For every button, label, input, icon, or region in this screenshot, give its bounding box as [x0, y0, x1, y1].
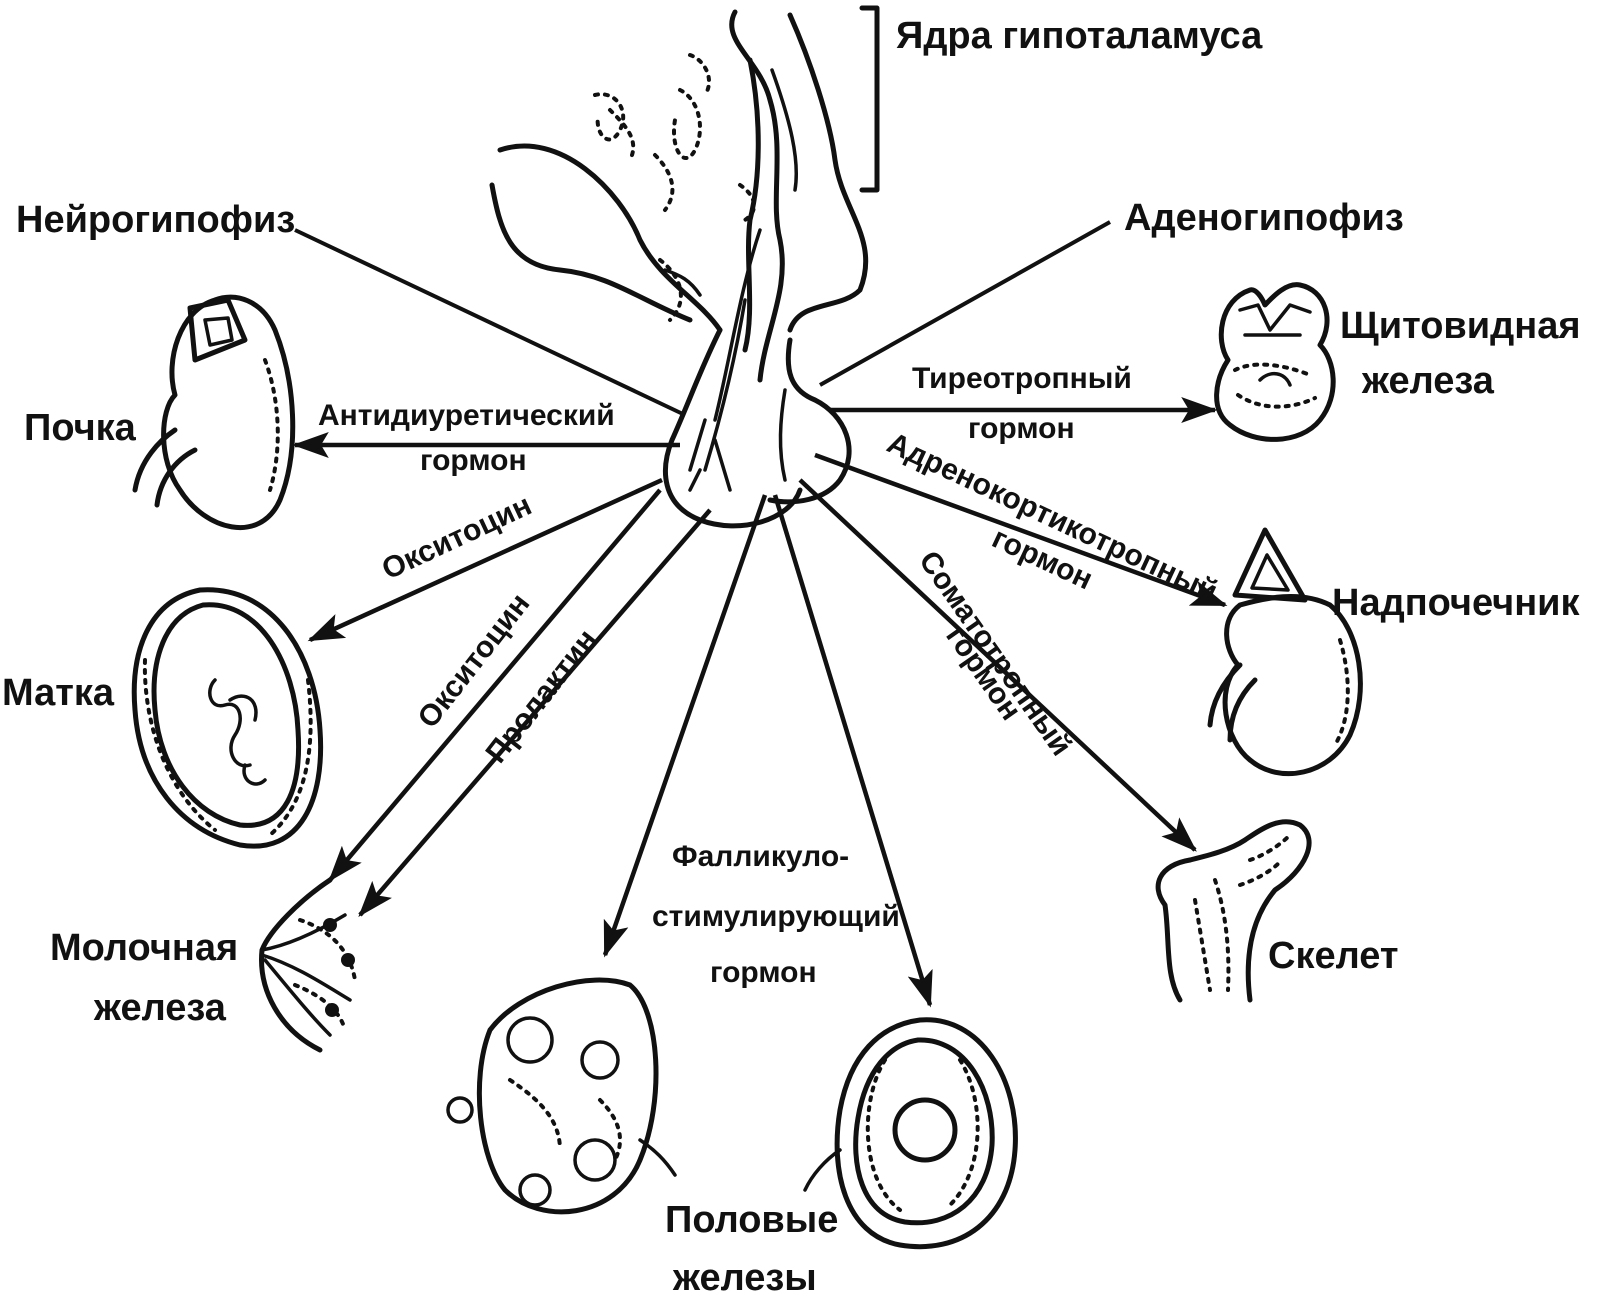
- testis-illustration: [803, 1017, 1018, 1250]
- kidney-label: Почка: [24, 407, 137, 449]
- pituitary-illustration: [489, 9, 869, 529]
- fsh-ovary-arrow: [602, 494, 768, 958]
- fsh-label-line2: стимулирующий: [652, 900, 900, 933]
- gonads-label-line1: Половые: [665, 1199, 838, 1241]
- fsh-testis-arrow: [772, 494, 933, 1008]
- bone-illustration: [1155, 819, 1312, 1003]
- oxytocin-mammary-arrow: [328, 488, 662, 882]
- gh-arrow: [798, 478, 1197, 852]
- adh-label-line2: гормон: [420, 444, 527, 477]
- fsh-label-line3: гормон: [710, 956, 817, 989]
- hormone-arrows: [292, 397, 1228, 1008]
- tsh-label-line1: Тиреотропный: [912, 362, 1132, 395]
- uterus-label: Матка: [2, 672, 115, 714]
- adenohypophysis-label: Аденогипофиз: [1124, 197, 1404, 239]
- kidney-illustration: [132, 294, 296, 530]
- gonads-label-line2: железы: [672, 1257, 817, 1299]
- neurohypophysis-label: Нейрогипофиз: [16, 199, 295, 241]
- thyroid-label-line1: Щитовидная: [1340, 305, 1581, 347]
- adrenal-illustration: [1207, 527, 1363, 777]
- tsh-label-line2: гормон: [968, 412, 1075, 445]
- neurohypophysis-pointer: [294, 228, 686, 417]
- mammary-gland-illustration: [259, 877, 357, 1053]
- thyroid-label-line2: железа: [1361, 360, 1495, 402]
- skeleton-label: Скелет: [1268, 935, 1398, 977]
- mammary-label-line2: железа: [93, 987, 227, 1029]
- thyroid-illustration: [1214, 282, 1336, 442]
- hypothalamus-nuclei-label: Ядра гипоталамуса: [896, 15, 1263, 57]
- fsh-label-line1: Фалликуло-: [672, 840, 849, 873]
- acth-arrow: [814, 452, 1228, 608]
- oxytocin-uterus-arrow: [307, 477, 663, 643]
- prolactin-arrow: [358, 508, 712, 917]
- ovary-illustration: [446, 977, 677, 1215]
- hypothalamus-bracket: [859, 5, 880, 193]
- uterus-illustration: [131, 587, 324, 849]
- adh-label-line1: Антидиуретический: [318, 399, 615, 432]
- adenohypophysis-pointer: [819, 220, 1111, 387]
- adrenal-label: Надпочечник: [1332, 582, 1581, 624]
- mammary-label-line1: Молочная: [50, 927, 238, 969]
